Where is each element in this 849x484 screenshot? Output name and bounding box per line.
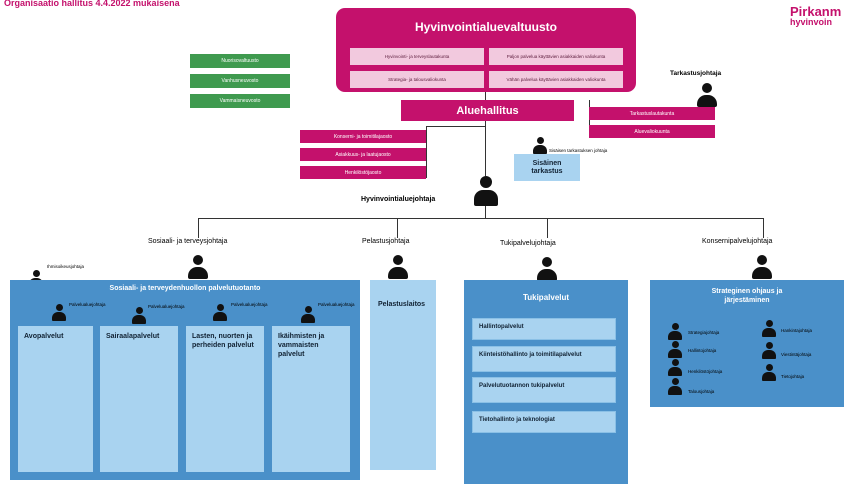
disability-council: Vammaisneuvosto: [190, 94, 290, 108]
group-right-2: Viestintäjohtaja: [781, 352, 812, 357]
rescue-director-avatar: [388, 255, 408, 279]
sote-unit-2-avatar: [132, 307, 146, 324]
sote-unit-3: Lasten, nuorten ja perheiden palvelut: [186, 326, 264, 472]
audit-director-label: Tarkastusjohtaja: [670, 70, 722, 77]
board-section-3: Henkilöstöjaosto: [300, 166, 426, 179]
support-item-1: Hallintopalvelut: [472, 318, 616, 340]
ceo-avatar: [474, 176, 498, 206]
audit-item-1: Tarkastuslautakunta: [589, 107, 715, 120]
committee-2: Paljon palvelua käyttävien asiakkaiden v…: [488, 47, 624, 66]
sote-unit-2-label: Sairaalapalvelut: [106, 333, 160, 340]
sote-unit-4-avatar: [301, 306, 315, 323]
sote-unit-1: Avopalvelut: [18, 326, 93, 472]
internal-audit-role: Sisäisen tarkastuksen johtaja: [549, 148, 608, 153]
rescue-label: Pelastuslaitos: [378, 301, 426, 308]
connector-support: [547, 218, 548, 238]
brand-line-2: hyvinvoin: [790, 17, 833, 27]
group-right-avatar-2: [762, 342, 776, 359]
connector-rescue: [397, 218, 398, 238]
group-box: [650, 280, 844, 407]
group-title: Strateginen ohjaus ja järjestäminen: [711, 288, 783, 304]
committee-4: Vähän palvelua käyttävien asiakkaiden va…: [488, 70, 624, 89]
group-right-avatar-1: [762, 320, 776, 337]
group-left-1: Strategiajohtaja: [688, 330, 720, 335]
sote-unit-1-role: Palvelualuejohtaja: [69, 302, 106, 307]
connector-group: [763, 218, 764, 238]
connector-board-left: [426, 126, 485, 127]
sote-unit-4-label: Ikäihmisten ja vammaisten palvelut: [278, 333, 325, 358]
connector-ceo-down: [485, 206, 486, 218]
group-left-avatar-4: [668, 378, 682, 395]
ceo-label: Hyvinvointialuejohtaja: [361, 196, 436, 203]
group-left-avatar-3: [668, 359, 682, 376]
board-section-1: Konserni- ja toimitilajaosto: [300, 130, 426, 143]
group-director-label: Konsernipalvelujohtaja: [702, 238, 773, 245]
council-title: Hyvinvointialuevaltuusto: [414, 20, 558, 34]
audit-director-avatar: [697, 83, 717, 107]
group-left-avatar-1: [668, 323, 682, 340]
connector-board-ceo: [485, 121, 486, 176]
brand-line-1: Pirkanm: [790, 4, 842, 19]
board-box: Aluehallitus: [401, 100, 574, 121]
group-director-avatar: [752, 255, 772, 279]
connector-sote: [198, 218, 199, 238]
internal-audit-avatar: [533, 137, 547, 154]
group-right-3: Tietojohtaja: [781, 374, 805, 379]
youth-council: Nuorisovaltuusto: [190, 54, 290, 68]
connector-board-sections: [426, 126, 427, 178]
sote-unit-3-avatar: [213, 304, 227, 321]
group-left-3: Henkilöstöjohtaja: [688, 369, 723, 374]
sote-director-label: Sosiaali- ja terveysjohtaja: [148, 238, 228, 245]
sote-division-title: Sosiaali- ja terveydenhuollon palvelutuo…: [109, 285, 261, 292]
rescue-director-label: Pelastusjohtaja: [362, 238, 410, 245]
board-section-2: Asiakkuus- ja laatujaosto: [300, 148, 426, 161]
group-left-4: Talousjohtaja: [688, 389, 715, 394]
sote-unit-3-role: Palvelualuejohtaja: [231, 302, 268, 307]
sote-unit-2-role: Palvelualuejohtaja: [148, 304, 185, 309]
sote-director-avatar: [188, 255, 208, 279]
connector-horizontal: [198, 218, 764, 219]
ombudsman-label: Ihmisoikeusjohtaja: [47, 264, 85, 269]
support-item-4: Tietohallinto ja teknologiat: [472, 411, 616, 433]
page-subtitle: Organisaatio hallitus 4.4.2022 mukaisena: [4, 0, 180, 8]
rescue-box: Pelastuslaitos: [370, 280, 436, 470]
sote-unit-1-label: Avopalvelut: [24, 333, 64, 340]
connector-council-board: [485, 92, 486, 100]
brand-logo-text: Pirkanm hyvinvoin: [790, 4, 842, 28]
group-right-avatar-3: [762, 364, 776, 381]
sote-unit-1-avatar: [52, 304, 66, 321]
support-director-avatar: [537, 257, 557, 281]
sote-unit-4: Ikäihmisten ja vammaisten palvelut: [272, 326, 350, 472]
sote-unit-3-label: Lasten, nuorten ja perheiden palvelut: [192, 333, 254, 349]
sote-unit-4-role: Palvelualuejohtaja: [318, 302, 355, 307]
audit-item-2: Aluevaliokuunta: [589, 125, 715, 138]
committee-1: Hyvinvointi- ja terveyslautakunta: [349, 47, 485, 66]
group-right-1: Hankintajohtaja: [781, 328, 813, 333]
support-item-2: Kiinteistöhallinto ja toimitilapalvelut: [472, 346, 616, 372]
group-left-avatar-2: [668, 341, 682, 358]
sote-unit-2: Sairaalapalvelut: [100, 326, 178, 472]
group-left-2: Hallintojohtaja: [688, 348, 717, 353]
support-director-label: Tukipalvelujohtaja: [500, 240, 556, 247]
support-item-3: Palvelutuotannon tukipalvelut: [472, 377, 616, 403]
committee-3: Strategia- ja talousvaliokunta: [349, 70, 485, 89]
elderly-council: Vanhusneuvosto: [190, 74, 290, 88]
support-title: Tukipalvelut: [522, 293, 570, 302]
internal-audit-box: Sisäinen tarkastus: [514, 154, 580, 181]
